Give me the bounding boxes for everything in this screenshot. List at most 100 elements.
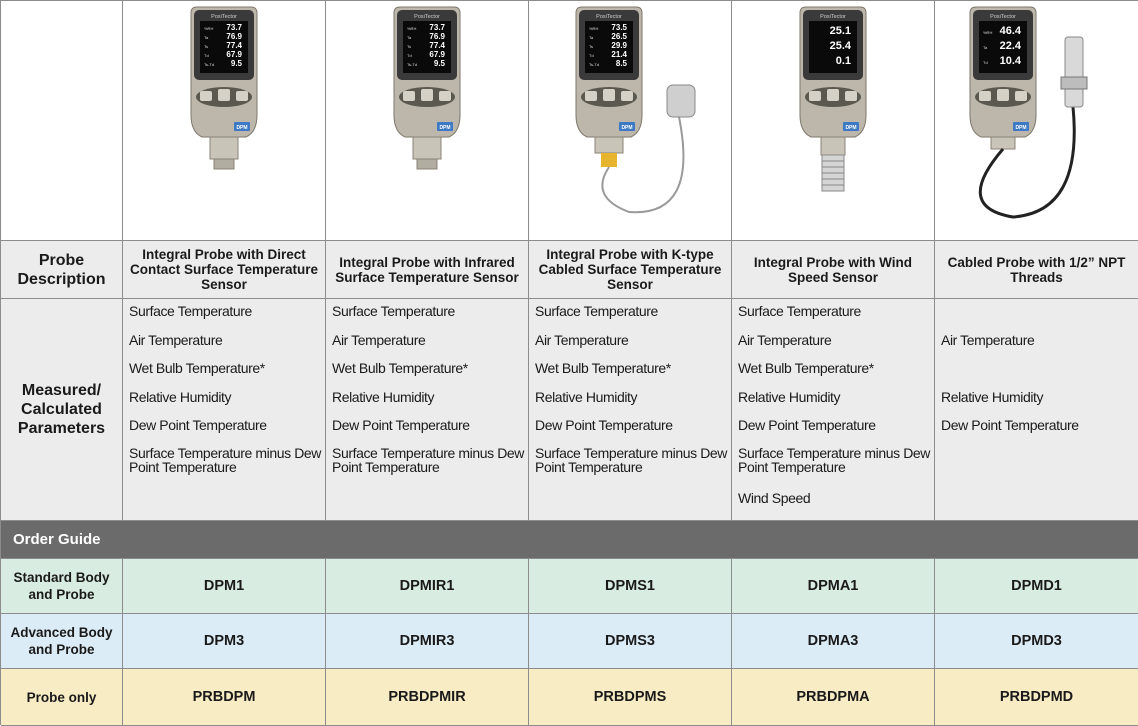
screen-reading: 25.1 [830, 25, 851, 37]
screen-label: Ts [204, 44, 208, 49]
parameter-item: Dew Point Temperature [535, 417, 673, 433]
order-code: PRBDPMIR [326, 669, 529, 726]
button-left [809, 91, 821, 101]
button-center [421, 89, 433, 101]
probe-description: Integral Probe with Direct Contact Surfa… [123, 241, 326, 299]
screen-label: Ts [407, 44, 411, 49]
button-right [439, 91, 451, 101]
probe-connector [990, 136, 1016, 150]
parameter-item: Surface Temperature minus Dew Point Temp… [332, 444, 525, 475]
screen-label: Td [407, 53, 412, 58]
button-center [218, 89, 230, 101]
button-right [1015, 91, 1027, 101]
parameter-item: Relative Humidity [332, 388, 435, 405]
screen-reading: 21.4 [611, 50, 627, 59]
dpm-badge [437, 122, 453, 131]
k-type-connector [601, 153, 617, 167]
badge-label: DPM [845, 125, 856, 131]
order-code: DPMD3 [935, 614, 1138, 669]
order-code: DPMS3 [529, 614, 732, 669]
probe-cable [601, 116, 685, 214]
parameter-item: Relative Humidity [129, 388, 232, 405]
screen-label: Ts-Td [204, 62, 214, 67]
parameter-item: Wet Bulb Temperature* [129, 360, 265, 376]
corner-cell [1, 1, 123, 241]
probe-tip [416, 158, 438, 170]
parameter-item: Surface Temperature [535, 303, 658, 319]
gauge-screen [979, 21, 1027, 73]
button-left [200, 91, 212, 101]
badge-label: DPM [1015, 125, 1026, 131]
probe-head [820, 136, 846, 156]
parameter-item: Air Temperature [738, 331, 832, 348]
parameter-item: Relative Humidity [941, 388, 1044, 405]
threaded-probe [1064, 36, 1084, 108]
dpm-badge [1013, 122, 1029, 131]
order-code: DPMD1 [935, 559, 1138, 614]
button-left [403, 91, 415, 101]
order-code: PRBDPM [123, 669, 326, 726]
screen-label: Ta [407, 35, 412, 40]
screen-reading: 77.4 [226, 41, 242, 50]
order-code: PRBDPMD [935, 669, 1138, 726]
button-center [997, 89, 1009, 101]
probe-head [594, 136, 624, 154]
probe-description-label: Probe Description [1, 241, 123, 299]
order-code: DPM3 [123, 614, 326, 669]
screen-label: %RH [407, 26, 416, 31]
screen-reading: 10.4 [1000, 55, 1022, 67]
button-right [621, 91, 633, 101]
parameter-spacer [941, 303, 1134, 332]
screen-label: Ta [204, 35, 209, 40]
probe-description: Integral Probe with K-type Cabled Surfac… [529, 241, 732, 299]
brand-logo: PosiTector [596, 14, 622, 20]
probe-description: Cabled Probe with 1/2” NPT Threads [935, 241, 1138, 299]
dpm-badge [843, 122, 859, 131]
order-code: DPMIR1 [326, 559, 529, 614]
screen-label: %RH [589, 26, 598, 31]
order-code: PRBDPMA [732, 669, 935, 726]
button-right [236, 91, 248, 101]
screen-label: %RH [204, 26, 213, 31]
badge-label: DPM [236, 125, 247, 131]
screen-label: Ta [589, 35, 594, 40]
parameter-item: Surface Temperature [129, 303, 252, 319]
parameter-item: Surface Temperature [738, 303, 861, 319]
screen-reading: 9.5 [231, 59, 243, 68]
parameters-list: Air Temperature Relative Humidity Dew Po… [935, 299, 1138, 521]
advanced-body-label: Advanced Body and Probe [1, 614, 123, 669]
screen-label: Ta [983, 45, 988, 50]
parameter-item: Wet Bulb Temperature* [332, 360, 468, 376]
screen-label: Ts [589, 44, 593, 49]
probe-tip [213, 158, 235, 170]
parameter-item: Wind Speed [738, 489, 811, 506]
screen-label: Td [983, 60, 988, 65]
button-left [979, 91, 991, 101]
probe-head [412, 136, 442, 160]
screen-label: Td [204, 53, 209, 58]
screen-label: Td [589, 53, 594, 58]
order-code: DPMA1 [732, 559, 935, 614]
dpm-badge [234, 122, 250, 131]
button-left [585, 91, 597, 101]
parameters-list: Surface Temperature Air Temperature Wet … [326, 299, 529, 521]
probe-description: Integral Probe with Infrared Surface Tem… [326, 241, 529, 299]
screen-reading: 73.7 [429, 23, 445, 32]
gauge-screen [403, 21, 451, 73]
screen-reading: 26.5 [611, 32, 627, 41]
order-code: DPMA3 [732, 614, 935, 669]
parameter-item: Dew Point Temperature [738, 417, 876, 433]
gauge-screen [809, 21, 857, 73]
parameter-item: Surface Temperature minus Dew Point Temp… [738, 444, 931, 475]
screen-reading: 67.9 [226, 50, 242, 59]
parameter-item: Dew Point Temperature [332, 417, 470, 433]
parameter-item: Surface Temperature minus Dew Point Temp… [535, 444, 728, 475]
badge-label: DPM [621, 125, 632, 131]
